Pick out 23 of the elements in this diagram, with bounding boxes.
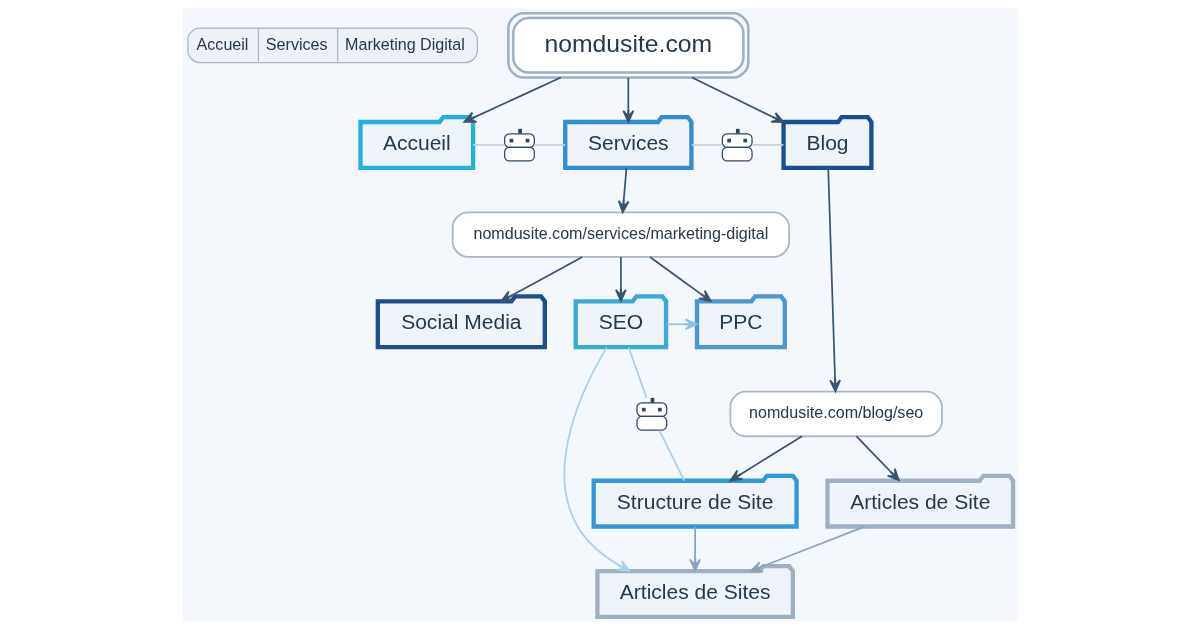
- node-box: nomdusite.com: [506, 11, 750, 79]
- arrow: [690, 76, 784, 124]
- arrow: [749, 525, 865, 573]
- arrow: [826, 167, 841, 393]
- arrow: [855, 435, 900, 482]
- connector: [751, 144, 784, 146]
- connector: [471, 144, 505, 146]
- arrow: [462, 76, 562, 123]
- arrow: [614, 256, 627, 302]
- node-box: nomdusite.com/blog/seo: [728, 390, 943, 438]
- arrow: [688, 525, 701, 572]
- connector: [658, 429, 685, 482]
- arrow: [665, 318, 697, 331]
- node-box: nomdusite.com/services/marketing-digital: [451, 211, 790, 258]
- connector: [690, 144, 723, 146]
- arrow: [563, 346, 630, 572]
- arrow: [617, 167, 629, 214]
- arrow: [621, 76, 634, 123]
- arrow: [499, 256, 583, 303]
- connector: [627, 346, 647, 399]
- arrow: [729, 435, 803, 482]
- connector: [533, 144, 566, 146]
- arrow: [648, 256, 712, 303]
